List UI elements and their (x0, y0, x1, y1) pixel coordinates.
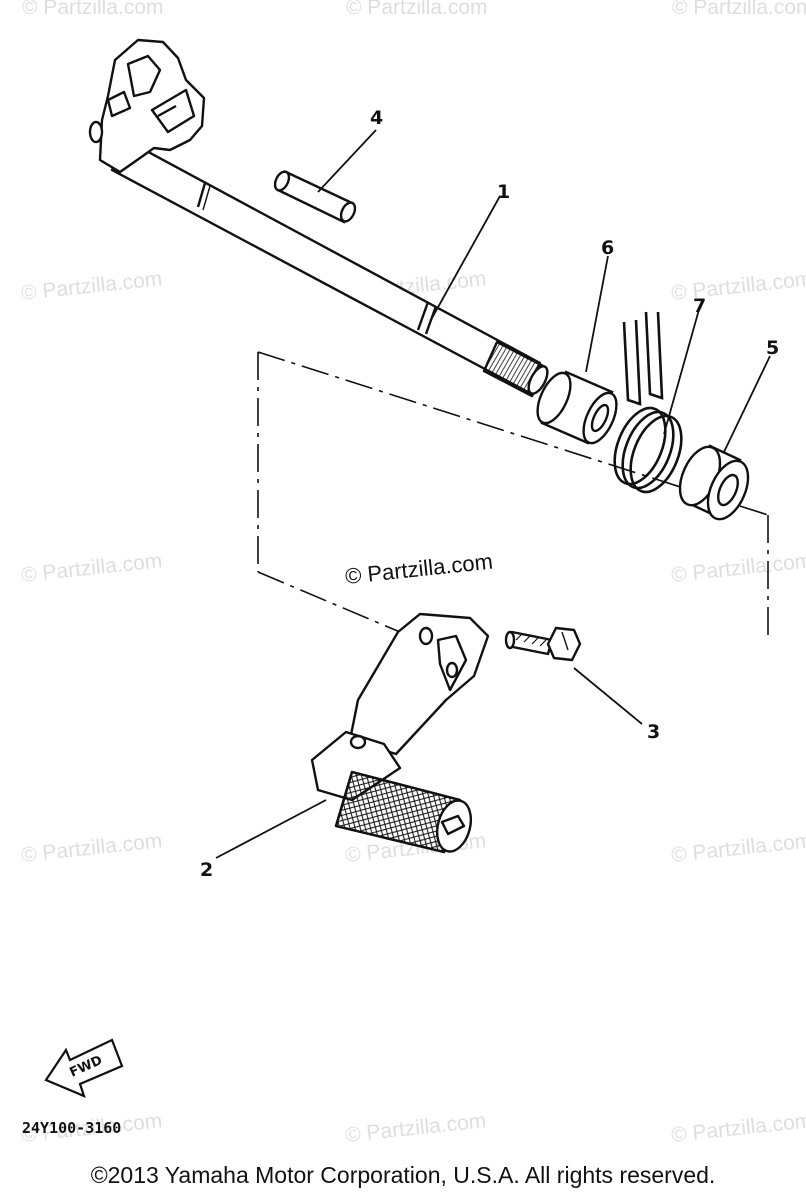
callout-2: 2 (200, 859, 213, 881)
callout-6: 6 (601, 237, 614, 259)
callout-5: 5 (766, 337, 779, 359)
watermark: © Partzilla.com (22, 0, 164, 19)
spring (613, 311, 683, 494)
leader-lines (215, 129, 771, 859)
bolt (504, 626, 582, 662)
callout-3: 3 (647, 721, 660, 743)
assembly-dashed-outline (257, 351, 769, 640)
callout-1: 1 (497, 181, 510, 203)
watermark: © Partzilla.com (20, 267, 163, 305)
shift-shaft (88, 38, 549, 398)
watermark: © Partzilla.com (672, 0, 806, 19)
part-code: 24Y100-3160 (22, 1119, 121, 1137)
callout-7: 7 (693, 295, 706, 317)
watermark: © Partzilla.com (670, 549, 806, 587)
watermark: © Partzilla.com (670, 829, 806, 867)
watermark: © Partzilla.com (344, 1109, 487, 1147)
watermark: © Partzilla.com (346, 0, 488, 19)
shift-pedal (310, 612, 490, 854)
copyright-notice: ©2013 Yamaha Motor Corporation, U.S.A. A… (90, 1162, 716, 1188)
watermark: © Partzilla.com (20, 829, 163, 867)
watermark: © Partzilla.com (670, 1109, 806, 1147)
pin (273, 170, 357, 224)
watermark: © Partzilla.com (670, 267, 806, 305)
callout-4: 4 (370, 107, 383, 129)
collar (536, 370, 618, 445)
oil-seal (678, 444, 750, 521)
fwd-arrow-icon: FWD (44, 1038, 124, 1098)
center-watermark: © Partzilla.com (344, 549, 494, 589)
watermark: © Partzilla.com (20, 549, 163, 587)
